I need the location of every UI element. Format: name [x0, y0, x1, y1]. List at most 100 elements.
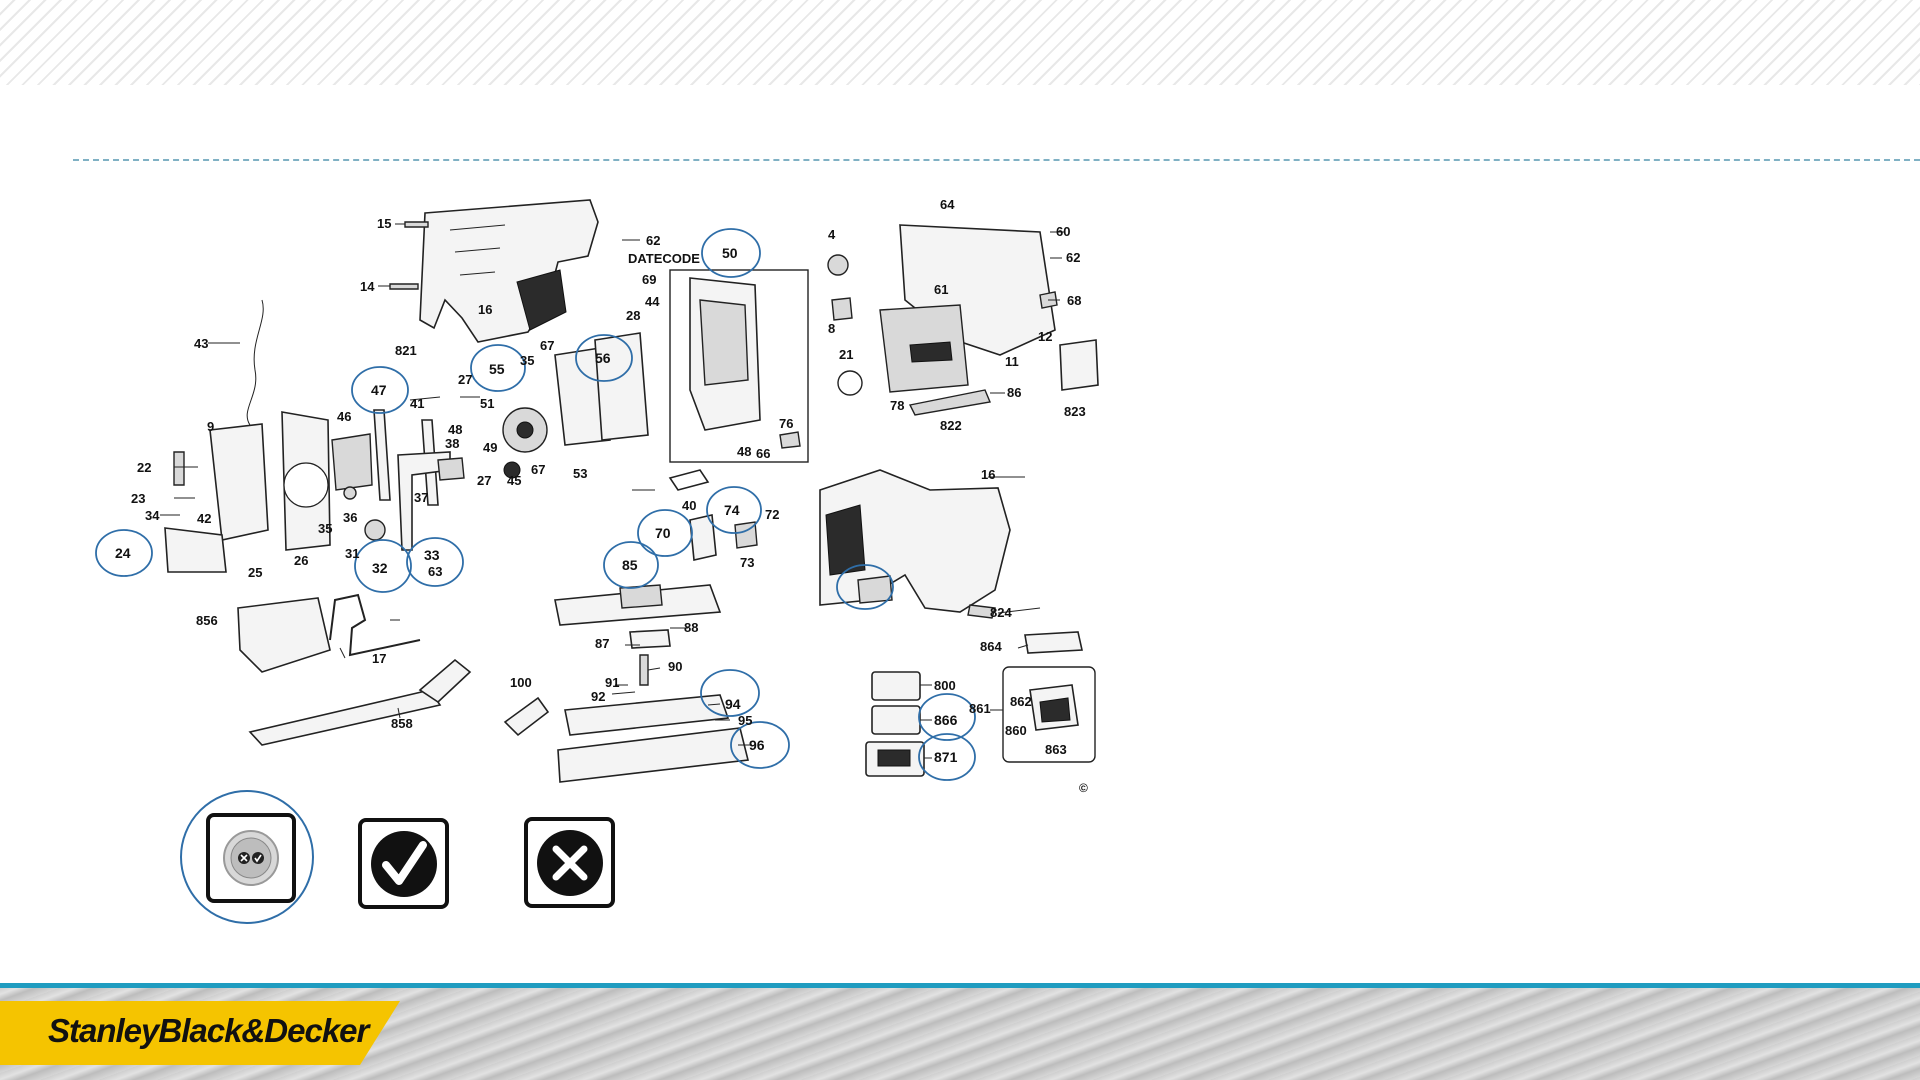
confirm-button[interactable] [358, 818, 449, 909]
part-label: 800 [934, 678, 956, 693]
part-label: 21 [839, 347, 853, 362]
selected-ring [180, 790, 314, 924]
part-label: 15 [377, 216, 391, 231]
highlight-ring-94 [700, 669, 760, 717]
part-label: 27 [458, 372, 472, 387]
highlight-ring-24 [95, 529, 153, 577]
charger-part [871, 671, 921, 701]
part-label: 96 [749, 737, 765, 753]
part-label: 824 [990, 605, 1012, 620]
highlight-ring-33 [406, 537, 464, 587]
part-label: 87 [595, 636, 609, 651]
adapter-part [503, 696, 550, 737]
part-label: 61 [934, 282, 948, 297]
highlight-ring-866 [918, 693, 976, 741]
part-label: 862 [1010, 694, 1032, 709]
part-label: 90 [668, 659, 682, 674]
switch-module-part [209, 423, 269, 541]
highlight-rings [95, 228, 976, 781]
part-label: 863 [1045, 742, 1067, 757]
part-label: 34 [145, 508, 160, 523]
gasket-part [594, 332, 649, 441]
datecode-label: DATECODE [628, 251, 700, 266]
part-label: 822 [940, 418, 962, 433]
highlight-ring-47 [351, 366, 409, 414]
dust-tube-part [248, 689, 442, 746]
bearing-part [503, 461, 521, 479]
part-label: 91 [605, 675, 619, 690]
part-label: 85 [622, 557, 638, 573]
part-label: 44 [645, 294, 660, 309]
part-label: 12 [1038, 329, 1052, 344]
part-label: 64 [940, 197, 955, 212]
part-label: 37 [414, 490, 428, 505]
battery-part [871, 705, 921, 735]
part-label: 51 [480, 396, 494, 411]
part-label: 48 [737, 444, 751, 459]
footer-accent-line [0, 983, 1920, 988]
part-label: 9 [207, 419, 214, 434]
part-label: 23 [131, 491, 145, 506]
highlight-ring-56 [575, 334, 633, 382]
dust-cover-part [237, 597, 331, 673]
reject-button[interactable] [524, 817, 615, 908]
highlight-ring-96 [730, 721, 790, 769]
part-label: 25 [248, 565, 262, 580]
highlight-ring-55 [470, 344, 526, 392]
spring-wire-part [668, 469, 710, 491]
header-pattern [0, 0, 1920, 85]
base-lower-part [557, 727, 749, 783]
part-label: 860 [1005, 723, 1027, 738]
part-label: 49 [483, 440, 497, 455]
checkmark-icon [370, 830, 437, 897]
roller-part [364, 519, 386, 541]
trigger-part [164, 527, 227, 573]
part-label: 864 [980, 639, 1002, 654]
part-label: 60 [1056, 224, 1070, 239]
part-label: 861 [969, 701, 991, 716]
wire-guard-part [329, 593, 421, 657]
case-part [1024, 631, 1083, 654]
part-label: 17 [372, 651, 386, 666]
highlight-ring-32 [354, 539, 412, 593]
part-label: 8 [828, 321, 835, 336]
housing-half-part [419, 199, 599, 343]
header-divider [73, 159, 1920, 161]
plunger-part [397, 451, 451, 551]
part-label: 41 [410, 396, 424, 411]
part-label: 69 [642, 272, 656, 287]
part-label: 35 [520, 353, 534, 368]
part-label: 16 [478, 302, 492, 317]
part-label: 858 [391, 716, 413, 731]
part-label: 72 [765, 507, 779, 522]
x-icon [536, 829, 603, 896]
part-label: 66 [756, 446, 770, 461]
part-label: 55 [489, 361, 505, 377]
o-ring-part [837, 370, 863, 396]
part-label: 68 [1067, 293, 1081, 308]
lever-part [779, 431, 801, 449]
part-label: 866 [934, 712, 958, 728]
highlight-ring-50 [701, 228, 761, 278]
part-labels: 15 14 16 62 69 44 28 50 4 64 60 62 68 61… [115, 197, 1088, 795]
part-label: 14 [360, 279, 375, 294]
filter-button[interactable] [206, 813, 296, 903]
part-label: 86 [1007, 385, 1021, 400]
part-label: 62 [646, 233, 660, 248]
highlight-ring-871 [918, 733, 976, 781]
part-label: 47 [371, 382, 387, 398]
clip-part [967, 604, 996, 619]
part-label: 4 [828, 227, 836, 242]
part-label: 35 [318, 521, 332, 536]
screw-check-x-icon [223, 830, 279, 886]
part-label: 50 [722, 245, 738, 261]
part-label: 856 [196, 613, 218, 628]
part-label: 88 [684, 620, 698, 635]
part-label: 823 [1064, 404, 1086, 419]
part-label: 31 [345, 546, 359, 561]
part-label: 74 [724, 502, 740, 518]
copyright-mark: © [1079, 781, 1088, 795]
part-label: 24 [115, 545, 131, 561]
part-label: 36 [343, 510, 357, 525]
